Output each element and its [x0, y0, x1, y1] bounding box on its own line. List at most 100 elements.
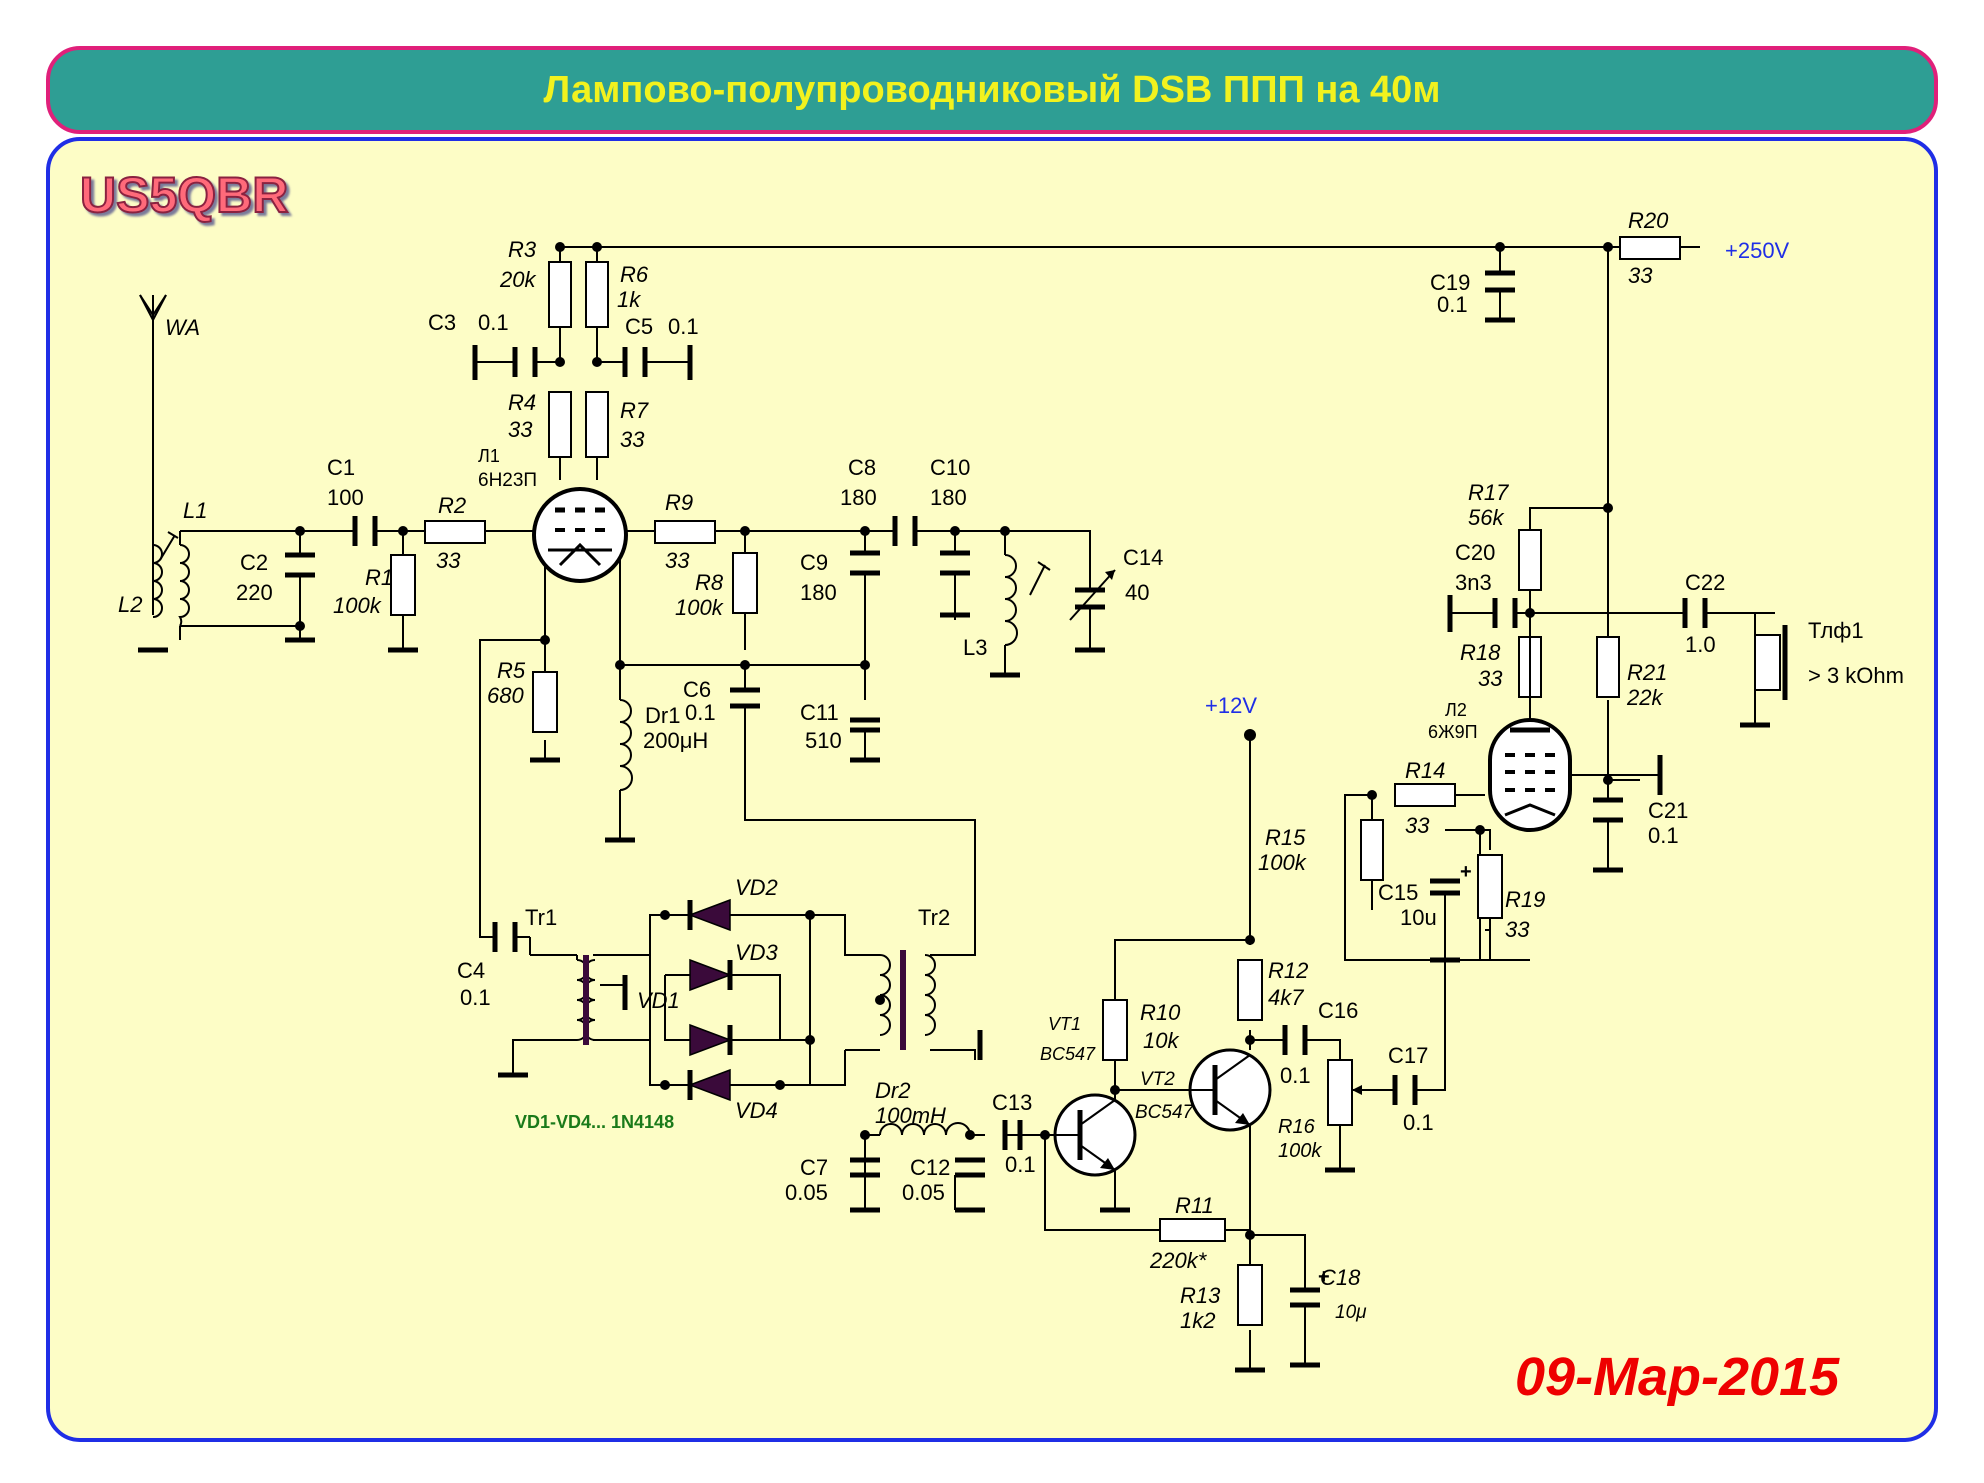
label-vd4: VD4: [735, 1098, 778, 1123]
label-tr1: Tr1: [525, 905, 557, 930]
label-r20-value: 33: [1628, 263, 1653, 288]
coil-l3: [1004, 554, 1018, 646]
label-r4-value: 33: [508, 417, 533, 442]
transformer-tr2-primary: [879, 954, 891, 1036]
label-dr2-value: 100mH: [875, 1103, 946, 1128]
label-r18: R18: [1460, 640, 1501, 665]
label-c3-value: 0.1: [478, 310, 509, 335]
resistor-r3: [548, 261, 572, 328]
potentiometer-r16: [1327, 1059, 1353, 1126]
label-tube2: Л2: [1445, 700, 1467, 720]
label-r2: R2: [438, 493, 466, 518]
label-r5: R5: [497, 658, 526, 683]
label-c1: C1: [327, 455, 355, 480]
label-c20-value: 3n3: [1455, 570, 1492, 595]
capacitor-c18: [1290, 1287, 1320, 1308]
label-c11: C11: [800, 700, 839, 725]
resistor-r21: [1596, 636, 1620, 698]
label-c21-value: 0.1: [1648, 823, 1679, 848]
label-r19: R19: [1505, 887, 1545, 912]
label-tlf1: Тлф1: [1808, 618, 1864, 643]
label-vd2: VD2: [735, 875, 778, 900]
page-title: Лампово-полупроводниковый DSB ППП на 40м: [543, 68, 1441, 111]
label-c12: C12: [910, 1155, 950, 1180]
label-c4: C4: [457, 958, 485, 983]
coil-l1: [178, 544, 190, 627]
label-vt2-value: BC547: [1135, 1102, 1195, 1123]
label-r12-value: 4k7: [1268, 985, 1304, 1010]
label-r15: R15: [1265, 825, 1306, 850]
label-tr2: Tr2: [918, 905, 950, 930]
coil-l2: [152, 544, 163, 618]
label-tube1: Л1: [478, 446, 500, 466]
label-r18-value: 33: [1478, 666, 1503, 691]
tube-l2: [1488, 718, 1663, 832]
label-l1: L1: [183, 498, 207, 523]
schematic-panel: [46, 137, 1938, 1442]
label-c17-value: 0.1: [1403, 1110, 1434, 1135]
choke-dr1: [619, 699, 633, 791]
resistor-r10: [1102, 999, 1128, 1061]
label-vd1: VD1: [637, 988, 680, 1013]
capacitor-c16: [1282, 1025, 1308, 1055]
resistor-r1: [390, 554, 416, 616]
polarity-c15: +: [1460, 861, 1472, 883]
label-r20: R20: [1628, 208, 1669, 233]
label-r21: R21: [1627, 660, 1667, 685]
label-r4: R4: [508, 390, 536, 415]
resistor-r13: [1237, 1264, 1263, 1326]
tube-l1: [532, 487, 628, 583]
label-r1: R1: [365, 565, 393, 590]
label-c1-value: 100: [327, 485, 364, 510]
label-dr1-value: 200μH: [643, 728, 708, 753]
label-wa: WA: [165, 315, 200, 340]
label-c10: C10: [930, 455, 970, 480]
resistor-r15-side: [1360, 819, 1384, 881]
capacitor-c15: [1430, 878, 1460, 896]
capacitor-c5: [622, 347, 648, 377]
label-c20: C20: [1455, 540, 1495, 565]
resistor-r14: [1394, 783, 1456, 807]
label-tube1-value: 6Н23П: [478, 470, 537, 491]
diode-vd1: [689, 1023, 733, 1057]
label-l2: L2: [118, 592, 142, 617]
capacitor-c13: [1002, 1120, 1023, 1150]
label-r16-value: 100k: [1278, 1140, 1322, 1162]
resistor-r5: [532, 671, 558, 733]
label-l3: L3: [963, 635, 987, 660]
label-c5: C5: [625, 314, 653, 339]
label-r14-value: 33: [1405, 813, 1430, 838]
label-c18-value: 10μ: [1335, 1302, 1367, 1323]
capacitor-c21: [1593, 797, 1623, 823]
label-r3-value: 20k: [499, 267, 536, 292]
label-dr1: Dr1: [645, 703, 680, 728]
label-c16: C16: [1318, 998, 1358, 1023]
label-r13-value: 1k2: [1180, 1308, 1215, 1333]
label-r8: R8: [695, 570, 724, 595]
diode-ring: [687, 898, 733, 1102]
label-c15: C15: [1378, 880, 1418, 905]
capacitor-c12: [955, 1157, 985, 1178]
resistor-r19: [1477, 854, 1503, 919]
label-r17: R17: [1468, 480, 1509, 505]
capacitor-c3: [512, 347, 538, 377]
label-c2: C2: [240, 550, 268, 575]
label-c9: C9: [800, 550, 828, 575]
resistor-r11: [1159, 1218, 1226, 1242]
label-tlf1-value: > 3 kOhm: [1808, 663, 1904, 688]
label-c19-value: 0.1: [1437, 292, 1468, 317]
polarity-c18: +: [1318, 1266, 1330, 1288]
component-labels: WA L1 L2 C1 100 C2 220 R1 100k R2 33 R3 …: [118, 208, 1904, 1333]
label-c11-value: 510: [805, 728, 842, 753]
label-r2-value: 33: [436, 548, 461, 573]
label-r21-value: 22k: [1626, 685, 1663, 710]
resistor-r4: [548, 391, 572, 458]
resistor-r6: [585, 261, 609, 328]
label-r1-value: 100k: [333, 593, 382, 618]
label-r9: R9: [665, 490, 693, 515]
capacitor-c10: [940, 550, 970, 576]
label-dr2: Dr2: [875, 1078, 910, 1103]
title-bar: Лампово-полупроводниковый DSB ППП на 40м: [46, 46, 1938, 134]
capacitor-c19: [1485, 270, 1515, 293]
